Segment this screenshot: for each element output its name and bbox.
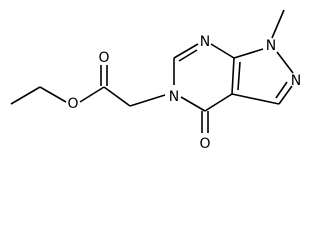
atom-label-o-ester: O	[67, 96, 78, 112]
bond-c7a-c3a	[231, 57, 235, 95]
bond-n2-c3	[278, 85, 293, 105]
atom-label-n-pyrimidine: N	[200, 34, 210, 50]
bond-c4-n5	[180, 96, 206, 112]
bond-ch2-n5	[129, 94, 166, 107]
atom-label-n-pyrazole: N	[291, 73, 301, 89]
bond-c7a-c3a-double	[237, 61, 241, 91]
bond-c6-n7	[173, 43, 199, 59]
atom-label-n-methyl: N	[266, 38, 276, 54]
bond-c7a-n1	[233, 48, 264, 59]
bond-c3-c3a	[231, 93, 280, 105]
bond-n2-c3-double	[275, 81, 288, 99]
bond-oester-carbonyl-c	[79, 86, 105, 103]
atom-label-o-ester-carbonyl: O	[98, 50, 109, 66]
atom-label-n-substituted: N	[169, 89, 179, 105]
bond-c6-n7-double	[178, 49, 198, 62]
bond-ethyl-c2-oester	[39, 86, 67, 103]
bond-carbonyl-c-ch2	[103, 86, 131, 107]
atom-labels: O O N N N N O	[67, 34, 301, 152]
bond-n1-n2	[276, 51, 294, 74]
chemical-structure-diagram: O O N N N N O	[10, 9, 301, 152]
bonds	[10, 9, 294, 133]
bond-c3a-c4	[204, 93, 233, 112]
bond-n7-c7a	[210, 43, 235, 59]
bond-n1-methyl	[271, 9, 285, 39]
atom-label-o-carbonyl-ring: O	[199, 136, 210, 152]
bond-ethyl-c1-c2	[10, 86, 41, 105]
